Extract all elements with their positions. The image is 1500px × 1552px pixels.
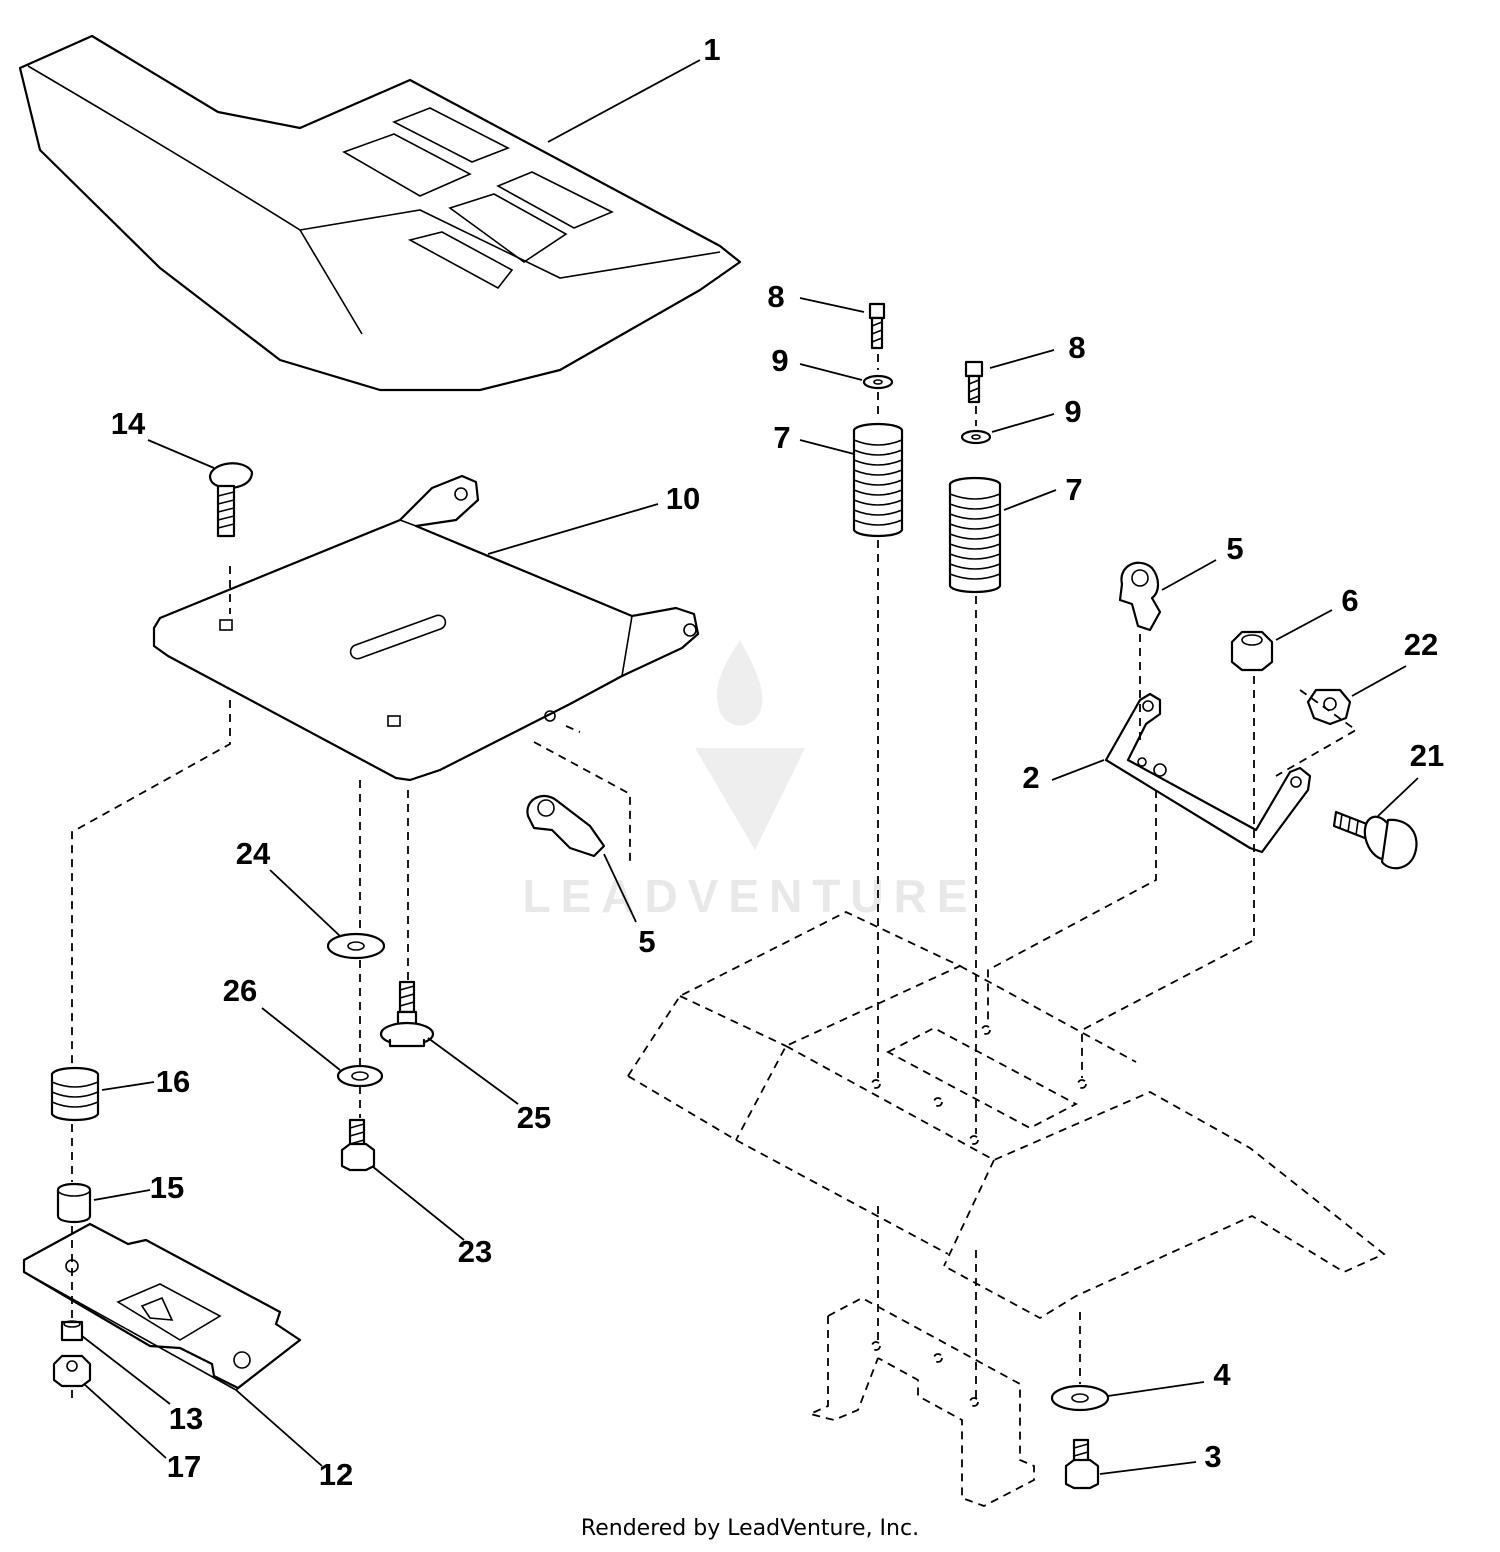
- washer-part-9-right[interactable]: [960, 429, 992, 445]
- callout-23: 23: [458, 1234, 492, 1269]
- nut-part-22[interactable]: [1306, 688, 1352, 726]
- nut-part-13[interactable]: [60, 1320, 84, 1342]
- bolt-part-8-left[interactable]: [868, 302, 886, 350]
- callout-labels: 1 14 10 8 9 7 8 9 7 5 6 22 21 2 5 24 26 …: [111, 32, 1444, 1492]
- clip-part-5-upper[interactable]: [1118, 561, 1162, 632]
- callout-17: 17: [167, 1449, 201, 1484]
- footer-credit: Rendered by LeadVenture, Inc.: [580, 1516, 920, 1541]
- callout-21: 21: [1410, 738, 1444, 773]
- watermark-logo: [695, 640, 805, 850]
- callout-8-right: 8: [1068, 330, 1085, 365]
- flange-bolt-part-21[interactable]: [1332, 810, 1418, 870]
- callout-5-lower: 5: [638, 924, 655, 959]
- callout-3: 3: [1204, 1439, 1221, 1474]
- bracket-part-2[interactable]: [1104, 692, 1312, 854]
- callout-9-right: 9: [1064, 394, 1081, 429]
- washer-part-9-left[interactable]: [862, 374, 894, 390]
- callout-12: 12: [319, 1457, 353, 1492]
- callout-25: 25: [517, 1100, 551, 1135]
- watermark-text: LEADVENTURE: [522, 870, 977, 922]
- callout-7-right: 7: [1065, 472, 1082, 507]
- bolt-part-8-right[interactable]: [964, 360, 984, 404]
- spring-part-7-right[interactable]: [948, 476, 1002, 594]
- nut-part-6[interactable]: [1230, 630, 1274, 672]
- callout-4: 4: [1213, 1357, 1231, 1392]
- callout-5-upper: 5: [1226, 531, 1243, 566]
- shoulder-bolt-part-25[interactable]: [379, 980, 435, 1048]
- spring-part-16[interactable]: [50, 1066, 100, 1122]
- nut-part-17[interactable]: [52, 1354, 92, 1388]
- alignment-lines: [71, 354, 1358, 1400]
- callout-22: 22: [1404, 627, 1438, 662]
- spring-part-7-left[interactable]: [852, 422, 904, 538]
- callout-1: 1: [703, 32, 720, 67]
- callout-16: 16: [156, 1064, 190, 1099]
- callout-9-left: 9: [771, 343, 788, 378]
- callout-2: 2: [1022, 760, 1039, 795]
- callout-7-left: 7: [773, 420, 790, 455]
- callout-14: 14: [111, 406, 146, 441]
- callout-8-left: 8: [767, 279, 784, 314]
- callout-26: 26: [223, 973, 257, 1008]
- carriage-bolt-part-14[interactable]: [208, 462, 254, 538]
- washer-part-4[interactable]: [1050, 1384, 1110, 1412]
- callout-15: 15: [150, 1170, 184, 1205]
- seat-part-1[interactable]: [18, 34, 742, 392]
- hex-bolt-part-3[interactable]: [1064, 1438, 1100, 1490]
- clip-part-5-lower[interactable]: [526, 794, 606, 858]
- washer-part-24[interactable]: [326, 932, 386, 960]
- hex-bolt-part-23[interactable]: [340, 1118, 376, 1172]
- callout-24: 24: [236, 836, 271, 871]
- leader-lines: [81, 59, 1419, 1475]
- spacer-part-15[interactable]: [56, 1182, 92, 1224]
- callout-10: 10: [666, 481, 700, 516]
- seat-pan-part-10[interactable]: [152, 474, 700, 782]
- frame-outline: [627, 910, 1386, 1507]
- callout-6: 6: [1341, 583, 1358, 618]
- callout-13: 13: [169, 1401, 203, 1436]
- lock-washer-part-26[interactable]: [336, 1064, 384, 1088]
